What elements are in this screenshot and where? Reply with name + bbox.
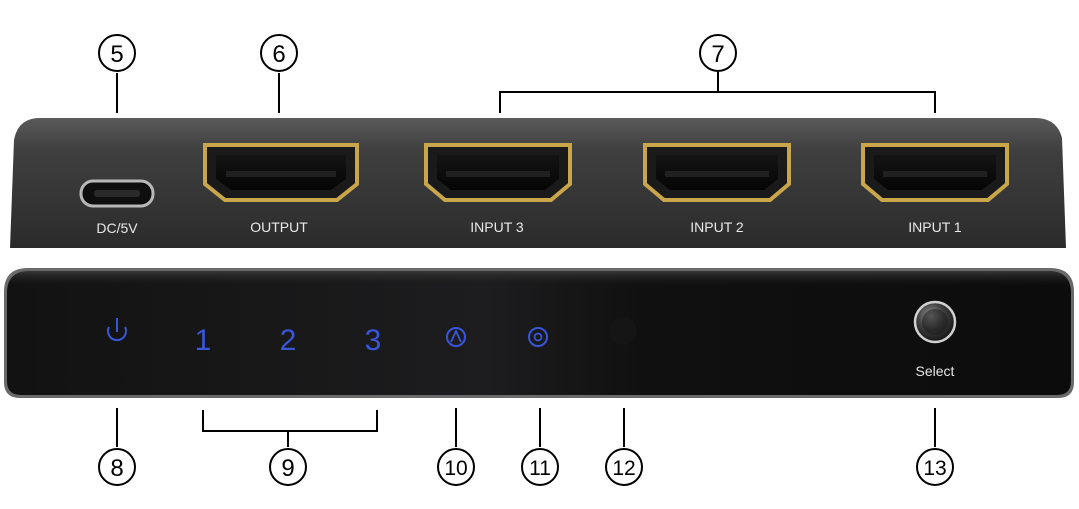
hdmi-output-port (203, 143, 359, 202)
callout-6: 6 (260, 34, 298, 113)
callout-11: 11 (521, 408, 559, 486)
input-3-label: INPUT 3 (470, 219, 524, 235)
dc-5v-port (79, 179, 155, 208)
callout-9-number: 9 (281, 455, 294, 482)
ir-receiver-window (609, 317, 637, 345)
callout-7-number: 7 (711, 41, 724, 68)
callout-12: 12 (605, 408, 643, 486)
callout-9: 9 (202, 410, 378, 486)
input-2-led: 2 (280, 324, 297, 357)
callout-5-number: 5 (110, 41, 123, 68)
input-3-led: 3 (365, 324, 382, 357)
callout-8-number: 8 (110, 455, 123, 482)
hdmi-input-3-port (424, 143, 572, 202)
input-2-label: INPUT 2 (690, 219, 744, 235)
callout-10: 10 (437, 408, 475, 486)
ir-sensor-icon (528, 327, 548, 347)
callout-8: 8 (98, 408, 136, 486)
power-icon (107, 318, 127, 342)
hdmi-input-2-port (643, 143, 791, 202)
callout-7: 7 (499, 34, 936, 113)
callout-10-number: 10 (444, 457, 467, 480)
auto-mode-icon (446, 327, 466, 347)
select-label: Select (916, 363, 955, 379)
dc-5v-label: DC/5V (96, 220, 138, 236)
output-label: OUTPUT (250, 219, 308, 235)
input-1-led: 1 (195, 324, 212, 357)
callout-6-number: 6 (272, 41, 285, 68)
callout-13-number: 13 (923, 457, 946, 480)
callout-12-number: 12 (612, 457, 635, 480)
callout-5: 5 (98, 34, 136, 113)
input-1-label: INPUT 1 (908, 219, 962, 235)
callout-11-number: 11 (529, 457, 551, 480)
select-button (913, 300, 957, 344)
callout-13: 13 (916, 408, 954, 486)
hdmi-input-1-port (861, 143, 1009, 202)
